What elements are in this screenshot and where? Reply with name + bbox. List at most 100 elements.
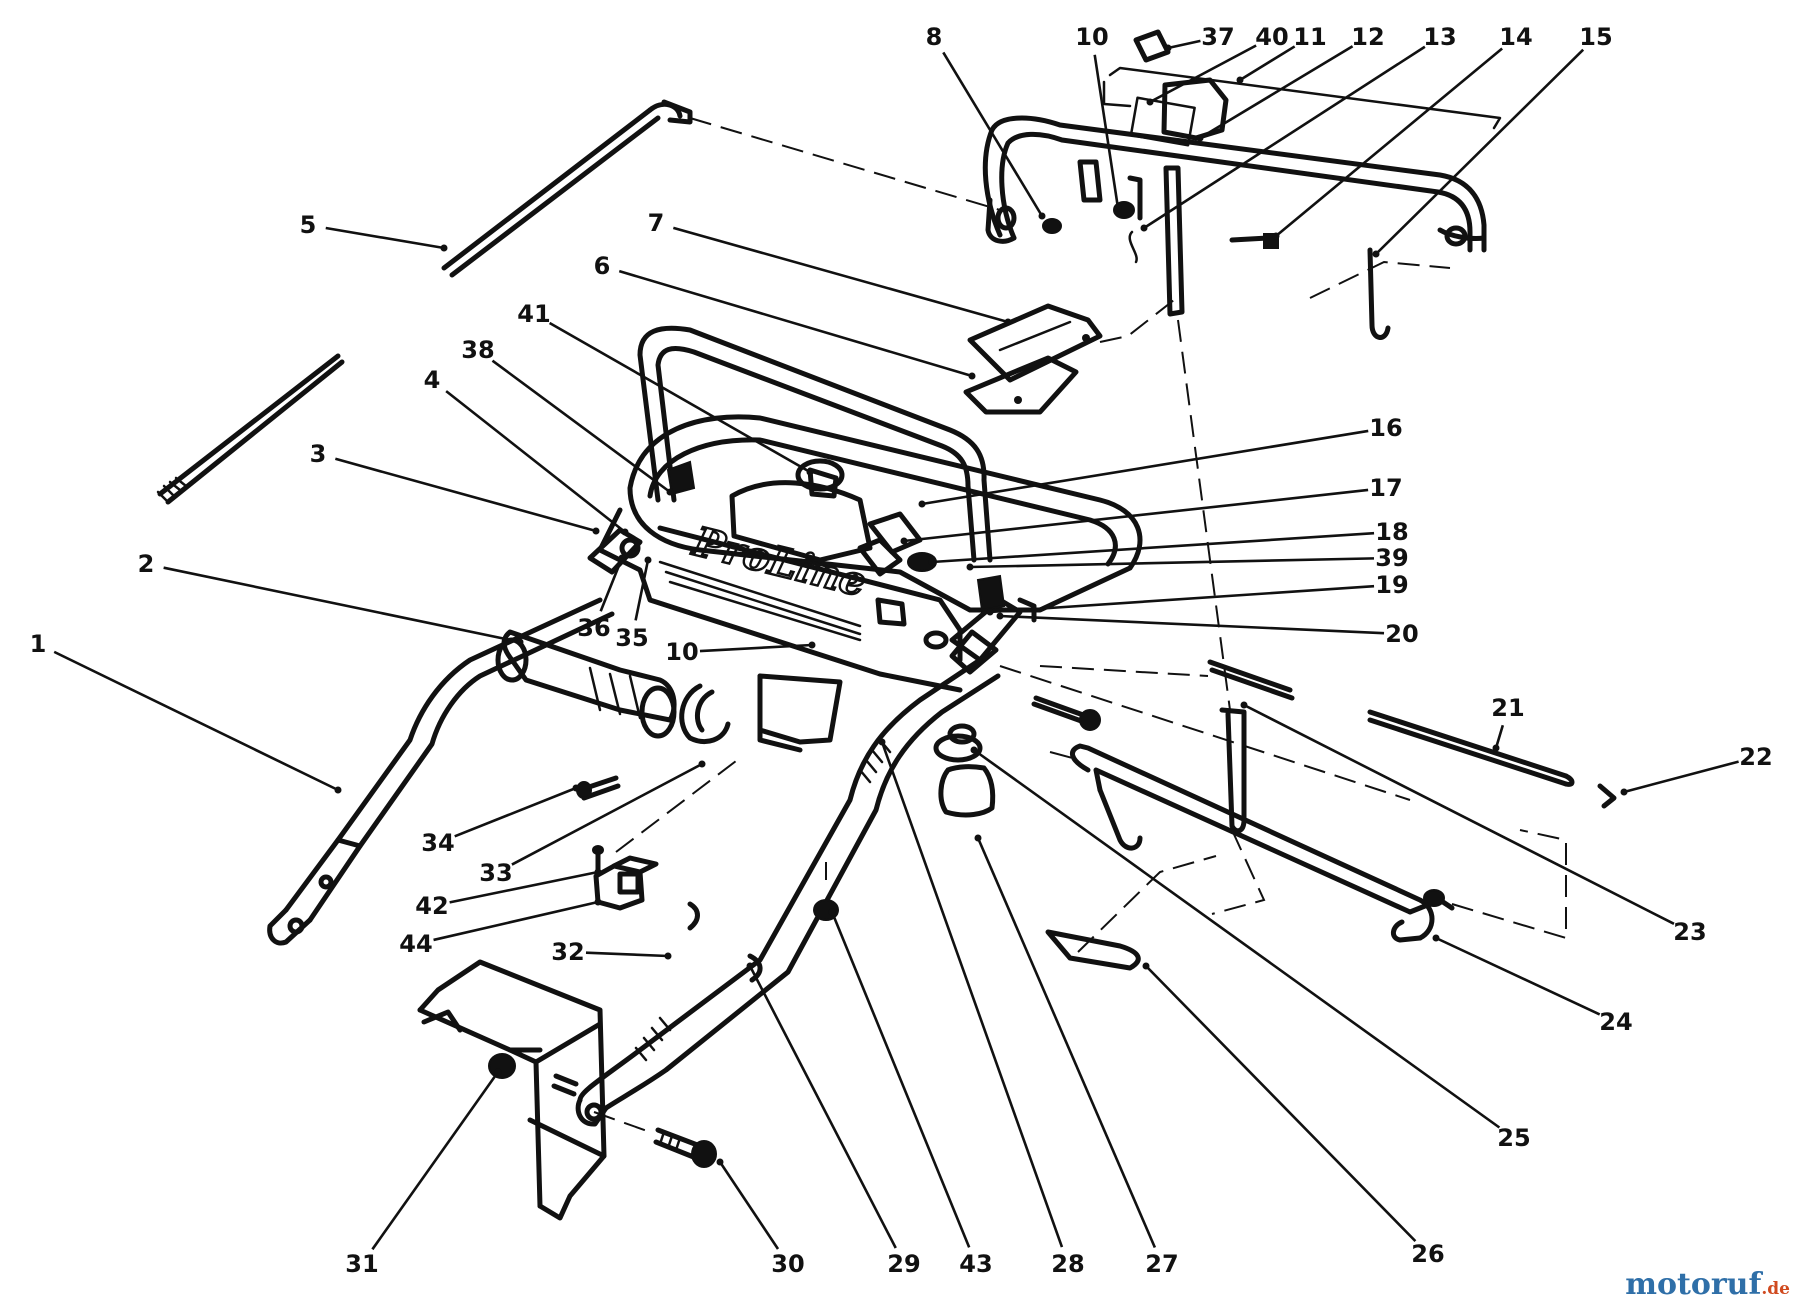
callout-number-5: 5: [300, 211, 317, 239]
callout-dot-38: [666, 488, 674, 496]
callout-dot-10b: [808, 641, 816, 649]
callout-number-33: 33: [479, 859, 512, 887]
callout-number-41: 41: [517, 300, 550, 328]
callout-leader-10b: [699, 643, 813, 653]
callout-leader-13: [1143, 45, 1426, 230]
callout-leader-17: [903, 488, 1369, 543]
bail-handle: [637, 325, 1006, 612]
callout-leader-33: [511, 762, 703, 866]
callout-number-14: 14: [1499, 23, 1532, 51]
callout-dot-7: [1004, 318, 1012, 326]
callout-leader-34: [454, 786, 577, 838]
callout-dot-40: [1146, 98, 1154, 106]
callout-leader-31: [371, 1071, 500, 1251]
callout-dot-34: [572, 784, 580, 792]
callout-dot-16: [918, 500, 926, 508]
bolt-23: [1031, 695, 1101, 731]
callout-dot-37: [1164, 44, 1172, 52]
lower-bail-bracket: [999, 319, 1617, 943]
callout-dot-5: [440, 244, 448, 252]
callout-dot-28: [878, 738, 886, 746]
callout-number-1: 1: [30, 630, 47, 658]
callout-leader-6: [618, 269, 973, 378]
callout-leader-1: [53, 650, 339, 792]
callout-leader-39: [969, 557, 1375, 569]
callout-number-19: 19: [1375, 571, 1408, 599]
callout-number-15: 15: [1579, 23, 1612, 51]
callout-number-29: 29: [887, 1250, 920, 1278]
callout-dot-44: [594, 898, 602, 906]
callout-dot-17: [900, 537, 908, 545]
callout-number-18: 18: [1375, 518, 1408, 546]
callout-number-2: 2: [138, 550, 155, 578]
callout-leader-28: [880, 741, 1064, 1248]
callout-number-4: 4: [424, 366, 441, 394]
callout-dot-36: [618, 554, 626, 562]
callout-number-36: 36: [577, 614, 610, 642]
callout-leader-37: [1167, 39, 1201, 50]
callout-dot-27: [974, 834, 982, 842]
callout-leader-30: [718, 1161, 780, 1250]
callout-leader-32: [585, 951, 669, 958]
callout-leader-21: [1494, 724, 1505, 749]
lower-handle-tube: [575, 657, 1001, 1127]
callout-leader-41: [548, 321, 811, 474]
callout-dot-26: [1142, 962, 1150, 970]
callout-dot-21: [1492, 744, 1500, 752]
callout-leader-36: [599, 557, 624, 612]
callout-number-39: 39: [1375, 544, 1408, 572]
callout-dot-41: [806, 468, 814, 476]
callout-leader-35: [634, 559, 650, 621]
callout-number-40: 40: [1255, 23, 1288, 51]
callout-number-23: 23: [1673, 918, 1706, 946]
callout-leader-25: [973, 748, 1501, 1129]
callout-leader-11: [1239, 45, 1296, 82]
callout-leader-5: [325, 226, 445, 250]
callout-dot-24: [1432, 934, 1440, 942]
callout-leader-24: [1435, 936, 1601, 1016]
callout-number-16: 16: [1369, 414, 1402, 442]
callout-leader-40: [1149, 44, 1257, 104]
callout-dot-13: [1140, 224, 1148, 232]
callout-number-28: 28: [1051, 1250, 1084, 1278]
callout-dot-23: [1240, 701, 1248, 709]
callout-number-13: 13: [1423, 23, 1456, 51]
callout-number-25: 25: [1497, 1124, 1530, 1152]
callout-leader-16: [921, 429, 1369, 506]
callout-number-27: 27: [1145, 1250, 1178, 1278]
callout-leader-43: [830, 911, 971, 1248]
callout-dot-33: [698, 760, 706, 768]
shift-rod: [441, 99, 1001, 278]
watermark-main-text: motoruf: [1625, 1267, 1762, 1302]
callout-number-22: 22: [1739, 743, 1772, 771]
callout-dot-4: [621, 528, 629, 536]
callout-leader-29: [748, 965, 897, 1249]
watermark-tld-text: .de: [1761, 1279, 1790, 1299]
callout-dot-1: [334, 786, 342, 794]
callout-dot-8: [1038, 212, 1046, 220]
small-fasteners: [576, 673, 843, 911]
threaded-rod: [156, 353, 345, 505]
callout-number-3: 3: [310, 440, 327, 468]
callout-number-34: 34: [421, 829, 454, 857]
callout-dot-18: [928, 558, 936, 566]
callout-number-24: 24: [1599, 1008, 1632, 1036]
round-knobs: [813, 723, 996, 921]
callout-dot-30: [716, 1158, 724, 1166]
callout-dot-35: [644, 556, 652, 564]
watermark-logo: motoruf.de: [1625, 1267, 1790, 1302]
callout-leader-38: [491, 359, 671, 494]
callout-number-43: 43: [959, 1250, 992, 1278]
callout-dot-2: [516, 638, 524, 646]
callout-leader-15: [1375, 48, 1585, 255]
callout-dot-29: [746, 962, 754, 970]
callout-leader-19: [989, 584, 1375, 614]
callout-number-17: 17: [1369, 474, 1402, 502]
callout-leader-7: [672, 226, 1009, 324]
callout-leader-26: [1145, 965, 1417, 1243]
callout-dot-19: [986, 608, 994, 616]
callout-dot-3: [592, 527, 600, 535]
bracket-plates: [963, 299, 1175, 415]
